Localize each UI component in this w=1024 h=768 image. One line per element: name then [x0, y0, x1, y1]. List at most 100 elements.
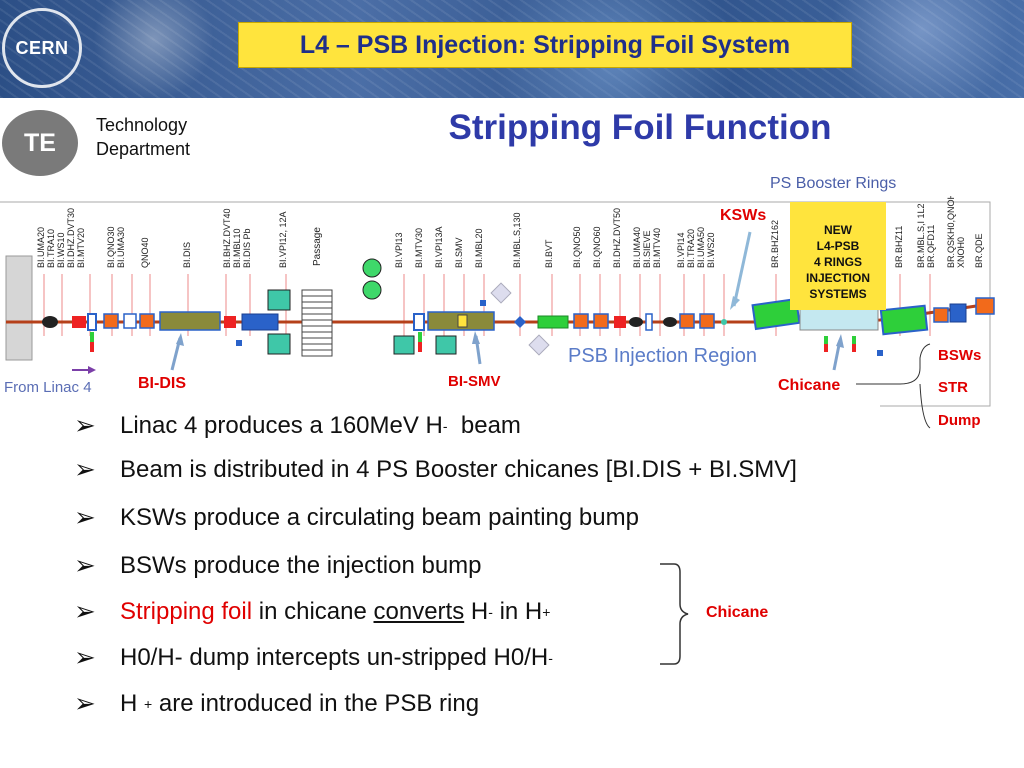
bsws-label: BSWs — [938, 347, 981, 364]
chicane-diagram-label: Chicane — [778, 377, 840, 394]
element-label: BI.DHZ.DVT50 — [612, 208, 622, 268]
element-label: BI.WS10 — [56, 232, 66, 268]
quad-7 — [933, 307, 949, 323]
bullet-text: in chicane — [258, 597, 367, 625]
department-line-1: Technology — [96, 115, 188, 135]
element-label: BR.BHZ11 — [894, 226, 904, 268]
vacuum-pump-1 — [267, 289, 291, 311]
bpm-1 — [87, 313, 97, 331]
element-label: BI.BVT — [544, 239, 554, 268]
bullet-text: Linac 4 produces a 160MeV H — [120, 411, 443, 439]
diamond-marker — [514, 316, 526, 328]
beamline-elements — [42, 258, 995, 356]
monitor-round-2 — [362, 280, 382, 300]
bullet-text: are introduced in the PSB ring — [158, 689, 480, 717]
element-label: BI.UMA50 — [696, 227, 706, 268]
bullet-text: KSWs produce a circulating beam painting… — [120, 503, 639, 531]
monitor-3 — [663, 317, 677, 327]
element-label: BI.TRA20 — [686, 229, 696, 268]
element-label: BI.DIS — [182, 242, 192, 268]
bullet-item: ➢ Stripping foil in chicane converts H- … — [74, 596, 550, 627]
element-label: BI.DHZ.DVT30 — [66, 208, 76, 268]
bullet-superscript: - — [442, 417, 448, 434]
ksws-arrow — [732, 231, 752, 307]
te-logo: TE — [2, 110, 78, 176]
quad-4 — [593, 313, 609, 329]
new-systems-text: NEW L4-PSB 4 RINGS INJECTION SYSTEMS — [806, 223, 870, 301]
quad-3 — [573, 313, 589, 329]
element-label: BI.SMV — [454, 237, 464, 268]
element-label: BI.MBL20 — [474, 228, 484, 268]
bullet-item: ➢ H0/H- dump intercepts un-stripped H0/H… — [74, 642, 553, 673]
quad-8 — [975, 297, 995, 315]
bullet-text: beam — [460, 411, 521, 439]
bullet-superscript: + — [542, 603, 551, 620]
slide-title: L4 – PSB Injection: Stripping Foil Syste… — [238, 22, 852, 68]
str-label: STR — [938, 379, 968, 396]
new-box-line: L4-PSB — [817, 239, 860, 253]
passage-grid — [301, 289, 333, 357]
bullet-superscript: + — [144, 695, 153, 712]
monitor-round-1 — [362, 258, 382, 278]
new-box-line: NEW — [824, 223, 853, 237]
bullet-arrow-icon: ➢ — [74, 596, 96, 626]
bhz11-magnet — [879, 304, 929, 336]
bi-smv-label: BI-SMV — [448, 373, 501, 390]
element-label: BR.QDE — [974, 233, 984, 268]
element-label: BR.BHZ162 — [770, 220, 780, 268]
qfd-magnet — [949, 303, 967, 323]
vacuum-pump-3 — [393, 335, 415, 355]
element-label: BI.UMA20 — [36, 227, 46, 268]
new-box-line: 4 RINGS — [814, 255, 862, 269]
header-banner: CERN L4 – PSB Injection: Stripping Foil … — [0, 0, 1024, 98]
new-box-line: SYSTEMS — [809, 287, 866, 301]
bullet-item: ➢ BSWs produce the injection bump — [74, 550, 482, 581]
bpm-4 — [645, 313, 653, 331]
dump-gauges — [90, 332, 856, 352]
from-linac-label: From Linac 4 — [4, 379, 92, 396]
bpm-3 — [413, 313, 425, 331]
ksws-label: KSWs — [720, 207, 766, 224]
bullet-arrow-icon: ➢ — [74, 642, 96, 672]
bullet-superscript: - — [548, 649, 553, 666]
vacuum-pump-2 — [267, 333, 291, 355]
element-label: BI.VPI13 — [394, 232, 404, 268]
quad-6 — [699, 313, 715, 329]
chicane-brace — [856, 343, 931, 385]
bullet-text: Beam is distributed in 4 PS Booster chic… — [120, 455, 797, 483]
bullet-arrow-icon: ➢ — [74, 688, 96, 718]
ksw-marker — [721, 319, 727, 325]
bullet-highlight: Stripping foil — [120, 597, 253, 625]
linac-end-block — [5, 255, 33, 361]
bullet-text: in H — [499, 597, 543, 625]
element-label: BI.UMA30 — [116, 227, 126, 268]
bullet-text: H — [470, 597, 489, 625]
bullet-text: H — [120, 689, 138, 717]
marker-3 — [877, 350, 883, 356]
element-label: BI.VPI13A — [434, 226, 444, 268]
bhz-magnet — [751, 297, 801, 331]
department-line-2: Department — [96, 139, 191, 159]
element-label: BR.MBL.S,I 1L2 — [916, 203, 926, 268]
bi-dis-arrow-head — [176, 333, 184, 346]
monitor-1 — [42, 316, 58, 328]
bullet-superscript: - — [488, 603, 493, 620]
bi-smv-arrow-head — [472, 331, 480, 344]
bullet-text: H0/H- dump intercepts un-stripped H0/H — [120, 643, 549, 671]
chicane-bullet-label: Chicane — [706, 604, 769, 621]
element-label: BI.QNO50 — [572, 226, 582, 268]
new-box-line: INJECTION — [806, 271, 870, 285]
bi-dis-label: BI-DIS — [138, 375, 186, 392]
element-label: BI.DIS Pb — [242, 228, 252, 268]
element-label: BI.QNO60 — [592, 226, 602, 268]
bi-smv-core — [457, 314, 468, 328]
element-label: BI.VPI12, 12A — [278, 211, 288, 268]
bi-dis-magnet — [159, 311, 221, 331]
quad-2 — [139, 313, 155, 329]
psb-injection-region-label: PSB Injection Region — [568, 345, 757, 367]
element-label: BI.QNO30 — [106, 226, 116, 268]
element-label: BR.QSKH0,QNOH — [946, 196, 956, 268]
bullet-arrow-icon: ➢ — [74, 410, 96, 440]
element-label: BI.TRA10 — [46, 229, 56, 268]
chicane-arrow-head — [836, 334, 844, 348]
